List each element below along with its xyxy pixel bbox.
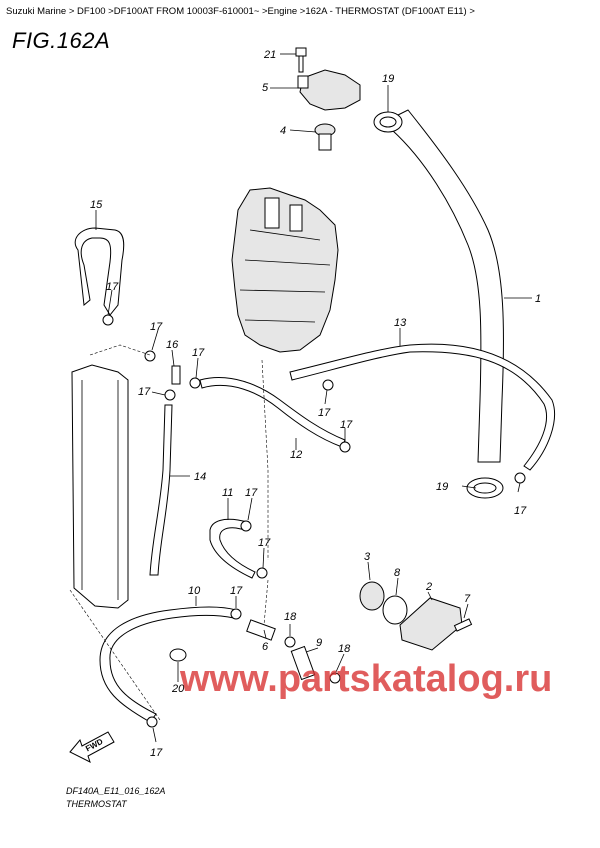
- callout-4: 4: [280, 125, 286, 137]
- bolt-21: [295, 47, 307, 73]
- drawing-code: DF140A_E11_016_162A: [66, 786, 166, 796]
- callout-1: 1: [535, 293, 541, 305]
- callout-17-i: 17: [514, 505, 527, 517]
- reference-lines: [69, 344, 269, 721]
- cover-panel: [71, 364, 129, 609]
- callout-2: 2: [425, 581, 432, 593]
- thermostat-4: [314, 123, 336, 151]
- callout-11: 11: [222, 487, 233, 499]
- figure-title: FIG.162A: [12, 28, 111, 53]
- fitting-16: [171, 365, 181, 385]
- callout-17-h: 17: [258, 537, 271, 549]
- callout-15: 15: [90, 199, 103, 211]
- callout-13: 13: [394, 317, 407, 329]
- cap-2: [399, 597, 463, 651]
- callout-17-j: 17: [230, 585, 243, 597]
- hose-14: [149, 404, 173, 576]
- hose-15: [74, 227, 125, 316]
- callout-19-top: 19: [382, 73, 394, 85]
- callout-17-b: 17: [150, 321, 163, 333]
- thermostat-3: [359, 581, 385, 611]
- callout-labels: 21 5 4 19 1 13 15 17 17 16 17 17 17 12 1…: [90, 49, 541, 759]
- hose-1: [391, 109, 505, 463]
- drawing-caption: THERMOSTAT: [66, 799, 127, 809]
- callout-10: 10: [188, 585, 201, 597]
- callout-17-f: 17: [340, 419, 353, 431]
- watermark: www.partskatalog.ru: [180, 658, 553, 700]
- callout-17-a: 17: [106, 281, 119, 293]
- callout-17-d: 17: [138, 386, 151, 398]
- fwd-arrow-icon: FWD: [69, 731, 115, 763]
- engine-block: [231, 187, 339, 353]
- pipe-9: [290, 645, 316, 681]
- callout-12: 12: [290, 449, 302, 461]
- callout-19-lower: 19: [436, 481, 448, 493]
- callout-20: 20: [171, 683, 185, 695]
- callout-8: 8: [394, 567, 401, 579]
- clamp-19-lower: [466, 477, 504, 499]
- callout-17-k: 17: [150, 747, 163, 759]
- callout-9: 9: [316, 637, 322, 649]
- callout-17-g: 17: [245, 487, 258, 499]
- hose-13: [289, 343, 556, 471]
- callout-17-c: 17: [192, 347, 205, 359]
- callout-5: 5: [262, 82, 269, 94]
- callout-7: 7: [464, 593, 471, 605]
- breadcrumb[interactable]: Suzuki Marine > DF100 >DF100AT FROM 1000…: [6, 6, 475, 17]
- callout-3: 3: [364, 551, 371, 563]
- callout-17-e: 17: [318, 407, 331, 419]
- clamp-19-top: [373, 111, 403, 133]
- clamps-17: [102, 314, 526, 728]
- leader-lines: [95, 53, 532, 743]
- callout-14: 14: [194, 471, 206, 483]
- o-ring-8: [382, 595, 408, 625]
- callout-6: 6: [262, 641, 269, 653]
- callout-18-a: 18: [284, 611, 297, 623]
- thermostat-housing: [297, 69, 361, 111]
- hose-11: [209, 518, 256, 579]
- fitting-6: [246, 619, 276, 641]
- bolt-7: [453, 618, 473, 632]
- clip-20: [169, 648, 187, 662]
- callout-16: 16: [166, 339, 179, 351]
- callout-18-b: 18: [338, 643, 351, 655]
- callout-21: 21: [263, 49, 276, 61]
